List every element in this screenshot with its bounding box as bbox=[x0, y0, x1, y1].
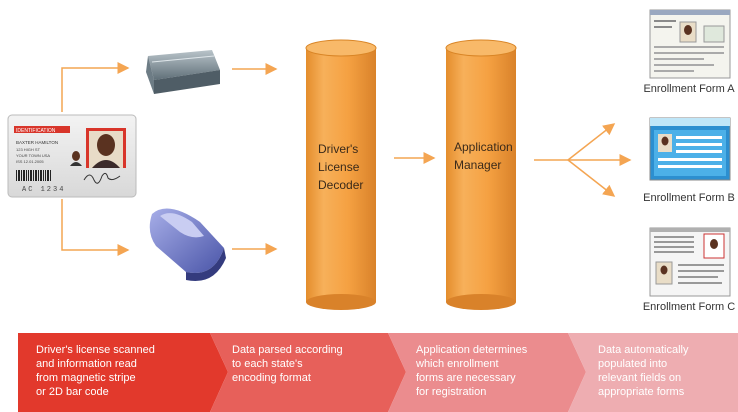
arrow-card-to-scanner bbox=[61, 199, 130, 256]
card-line-4: ISS 12.01.2005 bbox=[16, 159, 44, 164]
card-photo bbox=[86, 128, 126, 168]
step-4-text: Data automatically populated into releva… bbox=[598, 344, 689, 398]
step-4-chevron bbox=[568, 333, 738, 412]
card-header-bar bbox=[14, 126, 70, 133]
magnetic-stripe-reader bbox=[146, 50, 220, 94]
card-header-text: IDENTIFICATION bbox=[16, 128, 56, 134]
step-1-chevron bbox=[18, 333, 228, 412]
form-c-thumbnail bbox=[649, 227, 731, 297]
card-line-2: 123 HIGH ST bbox=[16, 147, 41, 152]
card-number: AC 1234 bbox=[22, 186, 65, 194]
decoder-label: Driver's License Decoder bbox=[318, 142, 364, 192]
card-name: BAXTER HAMILTON bbox=[16, 140, 58, 145]
arrow-to-form-a bbox=[567, 123, 616, 161]
step-3-text: Application determines which enrollment … bbox=[416, 344, 528, 398]
card-small-photo bbox=[70, 151, 82, 166]
card-line-3: YOUR TOWN USA bbox=[16, 153, 50, 158]
step-2-chevron bbox=[210, 333, 406, 412]
form-a-label: Enrollment Form A bbox=[643, 83, 735, 95]
manager-cylinder bbox=[445, 39, 517, 310]
arrow-card-to-magstripe bbox=[61, 62, 130, 112]
step-2-text: Data parsed according to each state's en… bbox=[232, 344, 343, 384]
decoder-cylinder bbox=[305, 39, 377, 310]
form-b-label: Enrollment Form B bbox=[643, 192, 735, 204]
step-3-chevron bbox=[388, 333, 586, 412]
process-steps-bar bbox=[18, 333, 738, 412]
form-b-thumbnail bbox=[649, 117, 731, 181]
barcode-scanner bbox=[149, 208, 226, 282]
step-1-text: Driver's license scanned and information… bbox=[36, 344, 155, 398]
form-c-label: Enrollment Form C bbox=[642, 301, 736, 313]
drivers-license-card: IDENTIFICATION BAXTER HAMILTON 123 HIGH … bbox=[7, 114, 137, 198]
form-a-thumbnail bbox=[649, 9, 731, 79]
arrow-to-form-c bbox=[567, 159, 616, 197]
card-barcode bbox=[16, 170, 51, 181]
card-signature bbox=[83, 172, 121, 184]
manager-label: Application Manager bbox=[454, 140, 513, 172]
